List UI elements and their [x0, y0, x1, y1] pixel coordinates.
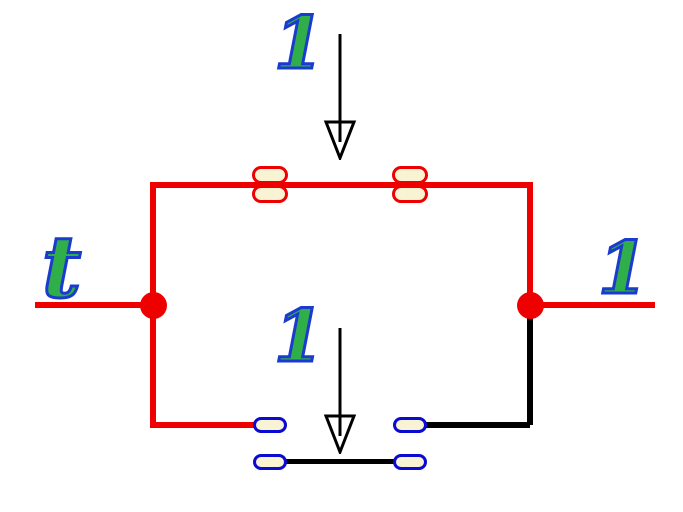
wire-left-input [35, 302, 153, 308]
wire-right-vertical-lower [527, 310, 533, 425]
left-terminal-label: t [40, 218, 82, 318]
bottom-switch-bar-pad-right[interactable] [393, 454, 427, 470]
wire-left-vertical-upper [150, 182, 156, 308]
bottom-switch-moving-bar[interactable] [256, 459, 424, 464]
bottom-switch-label: 1 [272, 293, 325, 378]
junction-node-left [140, 292, 167, 319]
bottom-switch-bar-pad-left[interactable] [253, 454, 287, 470]
wire-bottom-right-horizontal [424, 422, 530, 428]
top-switch-left-pad-lower[interactable] [252, 185, 288, 203]
bottom-switch-fixed-pad-left[interactable] [253, 417, 287, 433]
bottom-switch-fixed-pad-right[interactable] [393, 417, 427, 433]
wire-top-horizontal [150, 182, 533, 188]
right-terminal-label: 1 [596, 225, 649, 310]
down-arrow-icon [323, 328, 357, 454]
wire-right-output [530, 302, 655, 308]
wire-right-vertical-upper [527, 182, 533, 308]
wire-left-vertical-lower [150, 305, 156, 428]
junction-node-right [517, 292, 544, 319]
top-switch-label: 1 [272, 0, 325, 85]
top-switch-right-pad-upper[interactable] [392, 166, 428, 184]
down-arrow-icon [323, 34, 357, 160]
top-switch-right-pad-lower[interactable] [392, 185, 428, 203]
wire-bottom-left-horizontal [150, 422, 256, 428]
top-switch-left-pad-upper[interactable] [252, 166, 288, 184]
